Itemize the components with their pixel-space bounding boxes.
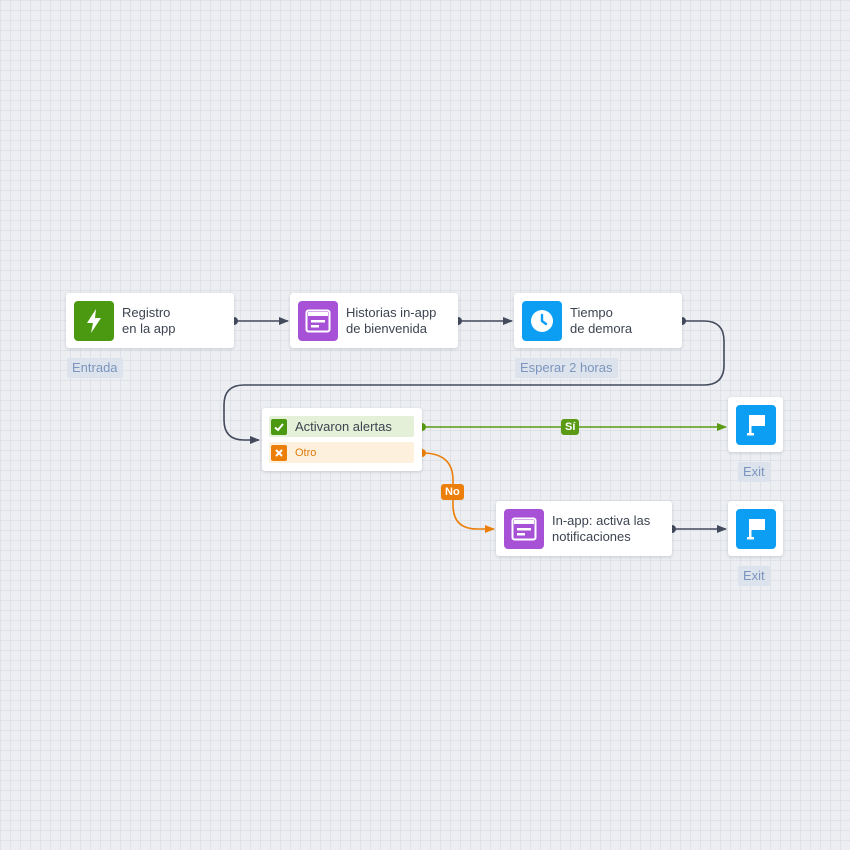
x-icon bbox=[271, 444, 287, 461]
branch-other-label: Otro bbox=[295, 446, 317, 459]
no-edge-badge: No bbox=[441, 484, 464, 500]
in-app-message-icon bbox=[298, 300, 338, 341]
flag-icon bbox=[735, 508, 776, 549]
lightning-icon bbox=[74, 300, 114, 341]
branch-node[interactable]: Activaron alertas Otro bbox=[262, 408, 422, 471]
entry-node[interactable]: Registro en la app bbox=[66, 293, 234, 348]
yes-edge-badge: Sí bbox=[561, 419, 580, 435]
delay-node[interactable]: Tiempo de demora bbox=[514, 293, 682, 348]
clock-icon bbox=[522, 300, 562, 341]
check-icon bbox=[271, 418, 287, 435]
flag-icon bbox=[735, 404, 776, 445]
in-app-message-icon bbox=[504, 508, 544, 549]
exit-bottom-caption: Exit bbox=[738, 566, 770, 586]
stories-node[interactable]: Historias in-app de bienvenida bbox=[290, 293, 458, 348]
exit-top-caption: Exit bbox=[738, 462, 770, 482]
exit-node-bottom[interactable] bbox=[728, 501, 783, 556]
edge-delay-branch[interactable] bbox=[223, 320, 725, 444]
exit-node-top[interactable] bbox=[728, 397, 783, 452]
entry-caption: Entrada bbox=[67, 358, 123, 378]
activate-node[interactable]: In-app: activa las notificaciones bbox=[496, 501, 672, 556]
edge-no-activate[interactable] bbox=[421, 452, 495, 533]
branch-yes-row[interactable]: Activaron alertas bbox=[269, 416, 414, 437]
delay-label: Tiempo de demora bbox=[570, 304, 633, 336]
branch-yes-label: Activaron alertas bbox=[295, 419, 392, 434]
entry-label: Registro en la app bbox=[122, 304, 176, 336]
delay-caption: Esperar 2 horas bbox=[515, 358, 618, 378]
branch-other-row[interactable]: Otro bbox=[269, 442, 414, 463]
activate-label: In-app: activa las notificaciones bbox=[552, 512, 651, 544]
stories-label: Historias in-app de bienvenida bbox=[346, 304, 437, 336]
